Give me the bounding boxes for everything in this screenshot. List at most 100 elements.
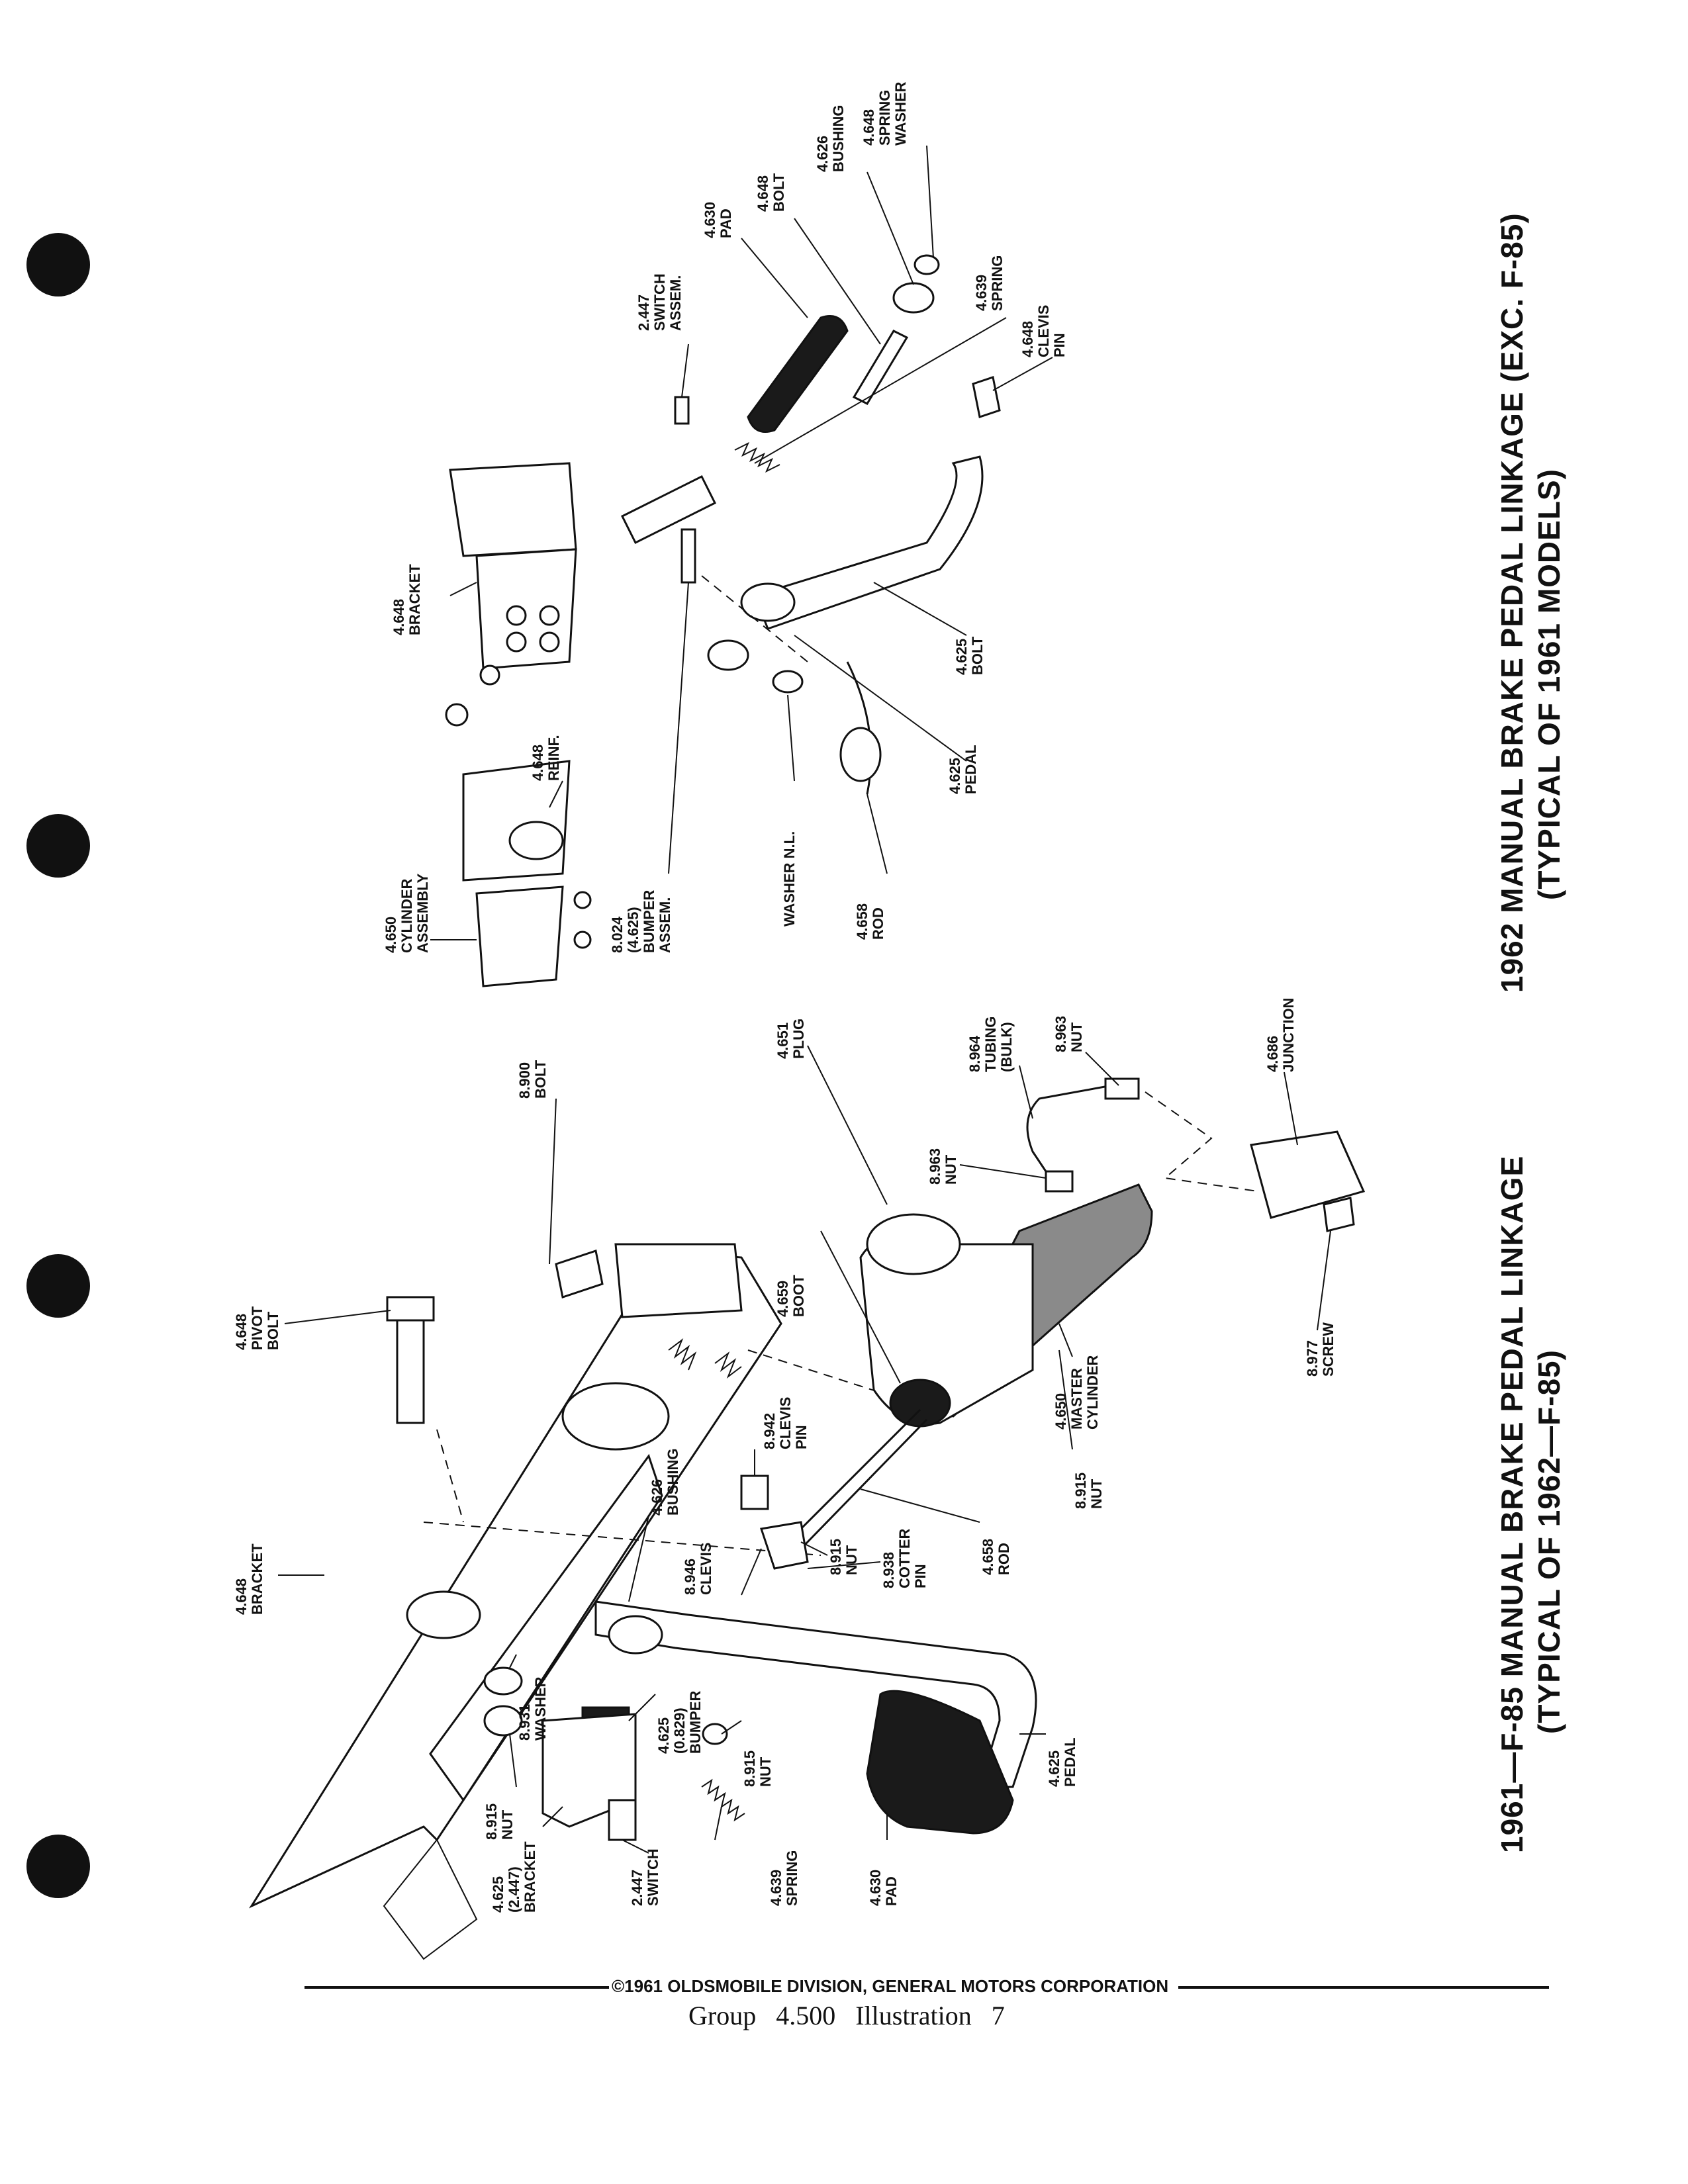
footer-rule-left	[305, 1986, 609, 1989]
centerline-2	[423, 1522, 821, 1556]
r-label-pad: 4.630 PAD	[702, 202, 734, 238]
r-nut-8	[573, 931, 592, 949]
label-tubing: 8.964 TUBING (BULK)	[966, 1017, 1015, 1072]
r-label-washer-nl: WASHER N.L.	[781, 831, 798, 927]
r-bushing-lower	[707, 639, 749, 671]
label-master-cylinder: 4.650 MASTER CYLINDER	[1053, 1355, 1101, 1430]
r-rod-boot	[839, 727, 882, 782]
svg-text:CLEVIS: CLEVIS	[1035, 305, 1052, 357]
svg-text:SCREW: SCREW	[1320, 1322, 1336, 1377]
switch-bracket	[541, 1713, 637, 1828]
label-cotter-pin: 8.938 COTTER PIN	[880, 1528, 929, 1588]
label-rod: 4.658 ROD	[980, 1539, 1012, 1575]
r-pedal-arm	[753, 455, 984, 630]
label-junction: 4.686 JUNCTION	[1264, 998, 1297, 1072]
svg-text:8.946: 8.946	[682, 1559, 698, 1595]
label-pedal: 4.625 PEDAL	[1046, 1737, 1078, 1787]
svg-text:(4.625): (4.625)	[625, 907, 641, 953]
pedal-hub	[608, 1615, 663, 1655]
svg-text:ASSEM.: ASSEM.	[667, 275, 684, 331]
left-labels: 4.648 PIVOT BOLT 8.900 BOLT 4.651 PLUG 8…	[233, 998, 1336, 1913]
bracket-opening	[561, 1382, 670, 1451]
junction-line	[1145, 1091, 1258, 1192]
label-nut-cylinder: 8.915 NUT	[1072, 1473, 1105, 1509]
svg-text:4.648: 4.648	[391, 599, 407, 635]
svg-text:4.626: 4.626	[814, 136, 831, 172]
svg-text:8.915: 8.915	[1072, 1473, 1089, 1509]
svg-text:PIN: PIN	[793, 1425, 810, 1449]
mounting-plate	[614, 1243, 743, 1318]
svg-text:8.024: 8.024	[609, 916, 626, 953]
svg-text:4.625: 4.625	[490, 1876, 506, 1913]
r-nut-5	[445, 703, 469, 727]
svg-text:4.648: 4.648	[530, 745, 546, 781]
svg-text:BRACKET: BRACKET	[249, 1543, 265, 1615]
svg-text:4.650: 4.650	[1053, 1393, 1069, 1430]
svg-text:4.626: 4.626	[649, 1479, 665, 1516]
svg-text:PAD: PAD	[883, 1876, 900, 1906]
svg-text:BRACKET: BRACKET	[406, 564, 423, 635]
copyright-line: ©1961 OLDSMOBILE DIVISION, GENERAL MOTOR…	[612, 1976, 1169, 1996]
svg-text:4.648: 4.648	[861, 109, 877, 146]
washer	[483, 1666, 523, 1696]
svg-text:BUMPER: BUMPER	[641, 890, 657, 953]
svg-text:CYLINDER: CYLINDER	[1084, 1355, 1101, 1430]
pivot-boss	[406, 1590, 481, 1639]
svg-text:ROD: ROD	[996, 1543, 1012, 1575]
svg-text:8.915: 8.915	[483, 1803, 500, 1840]
pivot-nut	[483, 1705, 523, 1737]
right-diagram-title: 1962 MANUAL BRAKE PEDAL LINKAGE (EXC. F-…	[1495, 212, 1566, 993]
svg-text:8.915: 8.915	[827, 1539, 844, 1575]
left-diagram-title: 1961—F-85 MANUAL BRAKE PEDAL LINKAGE (TY…	[1495, 1156, 1566, 1853]
svg-text:4.650: 4.650	[383, 917, 399, 953]
svg-text:(2.447): (2.447)	[506, 1866, 522, 1913]
r-washer-nl	[772, 670, 804, 694]
r-label-spring-washer: 4.648 SPRING WASHER	[861, 81, 909, 146]
stop-switch	[608, 1799, 637, 1841]
svg-text:SWITCH: SWITCH	[645, 1848, 661, 1906]
group-illustration-line: Group 4.500 Illustration 7	[688, 2001, 1005, 2030]
pedal-pad	[866, 1690, 1014, 1835]
svg-text:PAD: PAD	[718, 208, 734, 238]
master-cylinder-boot	[889, 1379, 951, 1428]
svg-text:REINF.: REINF.	[545, 735, 562, 781]
svg-text:4.686: 4.686	[1264, 1036, 1281, 1072]
label-plug: 4.651 PLUG	[774, 1019, 807, 1059]
r-label-spring: 4.639 SPRING	[973, 255, 1006, 311]
binder-hole-2	[26, 814, 90, 878]
svg-text:BOLT: BOLT	[771, 173, 787, 212]
svg-text:4.648: 4.648	[1019, 321, 1036, 357]
binder-hole-4	[26, 1835, 90, 1898]
bracket-foot	[383, 1839, 478, 1960]
centerline-3	[436, 1429, 464, 1523]
r-label-bracket: 4.648 BRACKET	[391, 564, 423, 635]
r-label-reinf: 4.648 REINF.	[530, 735, 562, 781]
r-label-bushing: 4.626 BUSHING	[814, 105, 847, 172]
svg-text:8.915: 8.915	[741, 1751, 758, 1787]
pedal-arm	[594, 1600, 1037, 1788]
svg-text:8.942: 8.942	[761, 1413, 778, 1449]
label-boot: 4.659 BOOT	[774, 1275, 807, 1317]
clevis-pin	[740, 1475, 769, 1510]
svg-text:4.651: 4.651	[774, 1023, 791, 1059]
svg-text:SPRING: SPRING	[876, 90, 893, 146]
r-centerline	[701, 575, 808, 662]
r-label-cylinder-assembly: 4.650 CYLINDER ASSEMBLY	[383, 873, 431, 953]
label-bushing: 4.626 BUSHING	[649, 1449, 681, 1516]
left-leader-lines	[278, 1045, 1331, 1854]
r-pivot-bolt	[852, 330, 909, 405]
svg-text:4.648: 4.648	[233, 1314, 250, 1350]
svg-text:SWITCH: SWITCH	[651, 273, 668, 331]
svg-text:NUT: NUT	[843, 1545, 860, 1575]
svg-text:8.931: 8.931	[516, 1704, 533, 1741]
svg-text:CYLINDER: CYLINDER	[399, 878, 415, 953]
r-nut-3	[506, 631, 527, 653]
right-labels: 4.648 SPRING WASHER 4.626 BUSHING 4.648 …	[383, 81, 1068, 953]
r-nut-1	[506, 605, 527, 626]
svg-text:COTTER: COTTER	[896, 1528, 913, 1588]
svg-text:BOLT: BOLT	[265, 1311, 281, 1350]
svg-text:4.639: 4.639	[768, 1870, 784, 1906]
label-nut-switch: 8.915 NUT	[741, 1751, 774, 1787]
r-nut-2	[539, 605, 560, 626]
r-cylinder-assembly	[475, 886, 564, 987]
